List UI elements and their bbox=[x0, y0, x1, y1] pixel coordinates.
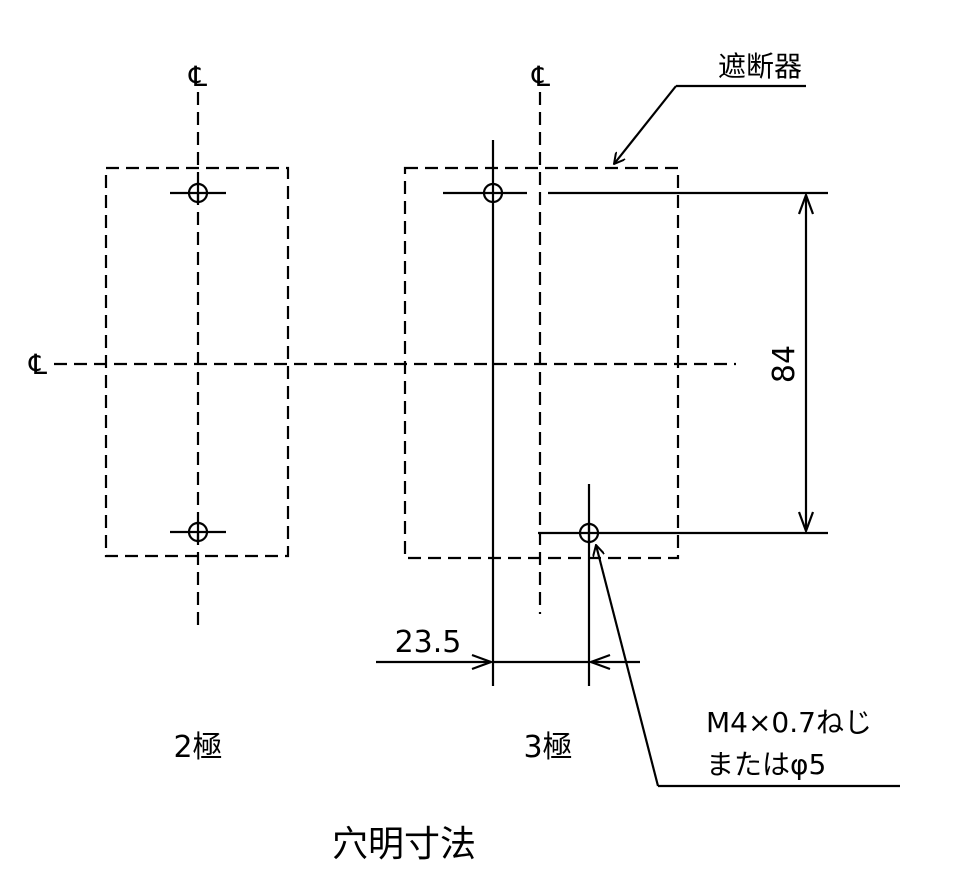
pole-label-2pole: 2極 bbox=[173, 730, 222, 765]
drawing-caption: 穴明寸法 bbox=[332, 824, 476, 865]
dim-arrow-right bbox=[587, 653, 611, 671]
screw-leader-arrow bbox=[596, 545, 660, 787]
dim-arrow-left bbox=[471, 653, 495, 671]
dimension-label-23-5: 23.5 bbox=[395, 625, 462, 660]
centerline-label-horizontal: ℄ bbox=[28, 348, 47, 381]
screw-label-line2: またはφ5 bbox=[706, 748, 826, 781]
hole-3pole-top bbox=[443, 182, 527, 204]
dimension-label-84: 84 bbox=[767, 345, 802, 383]
centerline-label-3pole: ℄ bbox=[531, 60, 550, 93]
hole-2pole-top bbox=[170, 182, 226, 204]
breaker-label: 遮断器 bbox=[718, 50, 802, 83]
pole-label-3pole: 3極 bbox=[523, 730, 572, 765]
breaker-leader-arrow bbox=[614, 85, 677, 164]
centerline-label-2pole: ℄ bbox=[188, 60, 207, 93]
dim-arrow-bottom bbox=[797, 511, 815, 535]
dim-arrow-top bbox=[797, 191, 815, 215]
hole-2pole-bottom bbox=[170, 521, 226, 543]
breaker-outline-3pole bbox=[403, 166, 680, 560]
screw-label-line1: M4×0.7ねじ bbox=[706, 706, 872, 739]
